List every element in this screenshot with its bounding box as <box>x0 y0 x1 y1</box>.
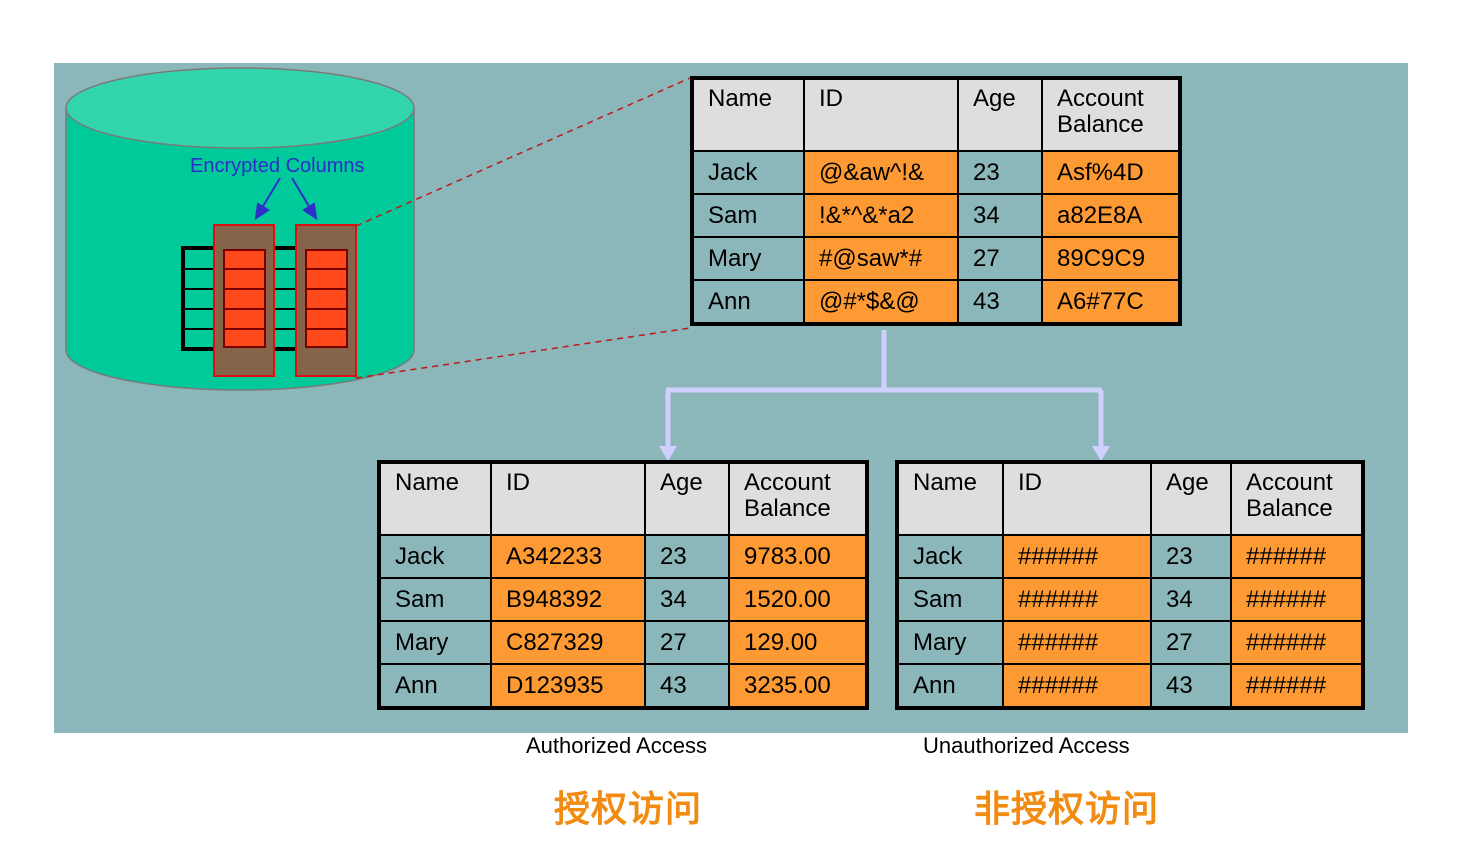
cell-name: Ann <box>896 663 1004 709</box>
cell-age: 23 <box>1150 534 1232 579</box>
authorized-access-caption: Authorized Access <box>526 733 707 758</box>
table-row: Sam !&*^&*a2 34 a82E8A <box>691 193 1181 238</box>
column-header-name: Name <box>691 77 805 152</box>
table-row: Mary C827329 27 129.00 <box>378 620 868 665</box>
column-header-age: Age <box>644 461 730 536</box>
cell-age: 27 <box>1150 620 1232 665</box>
branch-arrows <box>659 330 1110 461</box>
cell-balance: 9783.00 <box>728 534 868 579</box>
cell-id: @#*$&@ <box>803 279 959 325</box>
cell-balance: ###### <box>1230 534 1364 579</box>
cell-id: !&*^&*a2 <box>803 193 959 238</box>
cell-name: Sam <box>691 193 805 238</box>
cell-id: @&aw^!& <box>803 150 959 195</box>
cell-id: ###### <box>1002 534 1152 579</box>
encrypted-column-2 <box>295 224 357 377</box>
cell-age: 27 <box>957 236 1043 281</box>
cell-balance: ###### <box>1230 577 1364 622</box>
table-row: Jack @&aw^!& 23 Asf%4D <box>691 150 1181 195</box>
column-header-name: Name <box>378 461 492 536</box>
table-row: Ann D123935 43 3235.00 <box>378 663 868 709</box>
table-row: Mary ###### 27 ###### <box>896 620 1364 665</box>
column-header-id: ID <box>1002 461 1152 536</box>
cell-name: Mary <box>896 620 1004 665</box>
cell-name: Ann <box>691 279 805 325</box>
cell-id: #@saw*# <box>803 236 959 281</box>
cell-id: D123935 <box>490 663 646 709</box>
cell-balance: ###### <box>1230 663 1364 709</box>
cell-id: ###### <box>1002 577 1152 622</box>
cell-age: 43 <box>957 279 1043 325</box>
cell-age: 34 <box>957 193 1043 238</box>
cell-balance: 3235.00 <box>728 663 868 709</box>
unauthorized-access-caption-cn: 非授权访问 <box>974 788 1160 829</box>
cell-balance: a82E8A <box>1041 193 1181 238</box>
table-row: Sam ###### 34 ###### <box>896 577 1364 622</box>
cell-name: Sam <box>378 577 492 622</box>
cell-age: 27 <box>644 620 730 665</box>
column-header-name: Name <box>896 461 1004 536</box>
cell-id: ###### <box>1002 663 1152 709</box>
cell-age: 23 <box>644 534 730 579</box>
unauthorized-access-caption: Unauthorized Access <box>923 733 1130 758</box>
cell-age: 34 <box>1150 577 1232 622</box>
cell-name: Mary <box>691 236 805 281</box>
cell-age: 34 <box>644 577 730 622</box>
cell-name: Ann <box>378 663 492 709</box>
cell-age: 43 <box>644 663 730 709</box>
cell-id: ###### <box>1002 620 1152 665</box>
column-header-id: ID <box>490 461 646 536</box>
column-header-age: Age <box>1150 461 1232 536</box>
table-row: Ann ###### 43 ###### <box>896 663 1364 709</box>
cell-id: C827329 <box>490 620 646 665</box>
cell-age: 23 <box>957 150 1043 195</box>
encrypted-columns-label: Encrypted Columns <box>190 155 365 177</box>
cell-balance: 129.00 <box>728 620 868 665</box>
cell-balance: 89C9C9 <box>1041 236 1181 281</box>
cell-age: 43 <box>1150 663 1232 709</box>
column-header-id: ID <box>803 77 959 152</box>
zoom-guide-lines <box>355 77 691 379</box>
cell-name: Mary <box>378 620 492 665</box>
encrypted-columns-arrows <box>254 177 318 221</box>
cell-balance: 1520.00 <box>728 577 868 622</box>
table-row: Ann @#*$&@ 43 A6#77C <box>691 279 1181 325</box>
table-row: Mary #@saw*# 27 89C9C9 <box>691 236 1181 281</box>
cell-name: Jack <box>896 534 1004 579</box>
cell-balance: A6#77C <box>1041 279 1181 325</box>
cell-name: Jack <box>691 150 805 195</box>
table-row: Jack ###### 23 ###### <box>896 534 1364 579</box>
cell-balance: Asf%4D <box>1041 150 1181 195</box>
cell-balance: ###### <box>1230 620 1364 665</box>
encrypted-column-1 <box>213 224 275 377</box>
cell-id: A342233 <box>490 534 646 579</box>
cell-name: Sam <box>896 577 1004 622</box>
cell-id: B948392 <box>490 577 646 622</box>
cell-name: Jack <box>378 534 492 579</box>
table-row: Jack A342233 23 9783.00 <box>378 534 868 579</box>
authorized-access-caption-cn: 授权访问 <box>554 788 703 829</box>
table-row: Sam B948392 34 1520.00 <box>378 577 868 622</box>
column-header-age: Age <box>957 77 1043 152</box>
